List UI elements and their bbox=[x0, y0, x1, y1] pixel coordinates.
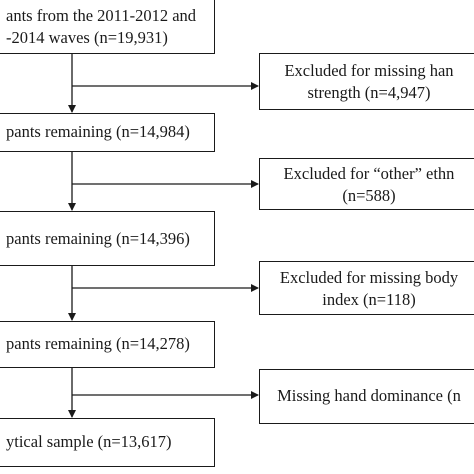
exclusion-box-hand-strength-line-1: Excluded for missing han bbox=[284, 61, 454, 80]
main-box-analytic-sample: ytical sample (n=13,617) bbox=[0, 418, 215, 467]
main-box-initial: ants from the 2011-2012 and -2014 waves … bbox=[0, 0, 215, 54]
main-box-remaining-3: pants remaining (n=14,278) bbox=[0, 321, 215, 368]
exclusion-box-body-mass-index-line-2: index (n=118) bbox=[322, 290, 416, 309]
exclusion-box-other-ethnicity-line-1: Excluded for “other” ethn bbox=[283, 164, 455, 183]
main-box-remaining-3-line-1: pants remaining (n=14,278) bbox=[6, 334, 190, 353]
main-box-remaining-1-line-1: pants remaining (n=14,984) bbox=[6, 122, 190, 141]
exclusion-box-hand-strength-line-2: strength (n=4,947) bbox=[307, 83, 431, 102]
main-box-analytic-sample-line-1: ytical sample (n=13,617) bbox=[6, 432, 172, 451]
main-box-remaining-1: pants remaining (n=14,984) bbox=[0, 113, 215, 152]
exclusion-box-other-ethnicity: Excluded for “other” ethn (n=588) bbox=[259, 158, 474, 210]
exclusion-box-hand-dominance: Missing hand dominance (n bbox=[259, 369, 474, 424]
main-box-remaining-2-line-1: pants remaining (n=14,396) bbox=[6, 229, 190, 248]
main-box-initial-line-1: ants from the 2011-2012 and bbox=[6, 6, 197, 25]
exclusion-box-other-ethnicity-line-2: (n=588) bbox=[342, 186, 396, 205]
exclusion-box-body-mass-index: Excluded for missing body index (n=118) bbox=[259, 261, 474, 315]
exclusion-box-hand-strength: Excluded for missing han strength (n=4,9… bbox=[259, 53, 474, 110]
exclusion-box-hand-dominance-line-1: Missing hand dominance (n bbox=[277, 386, 461, 405]
exclusion-box-body-mass-index-line-1: Excluded for missing body bbox=[279, 268, 459, 287]
main-box-initial-line-2: -2014 waves (n=19,931) bbox=[6, 28, 168, 47]
main-box-remaining-2: pants remaining (n=14,396) bbox=[0, 211, 215, 266]
